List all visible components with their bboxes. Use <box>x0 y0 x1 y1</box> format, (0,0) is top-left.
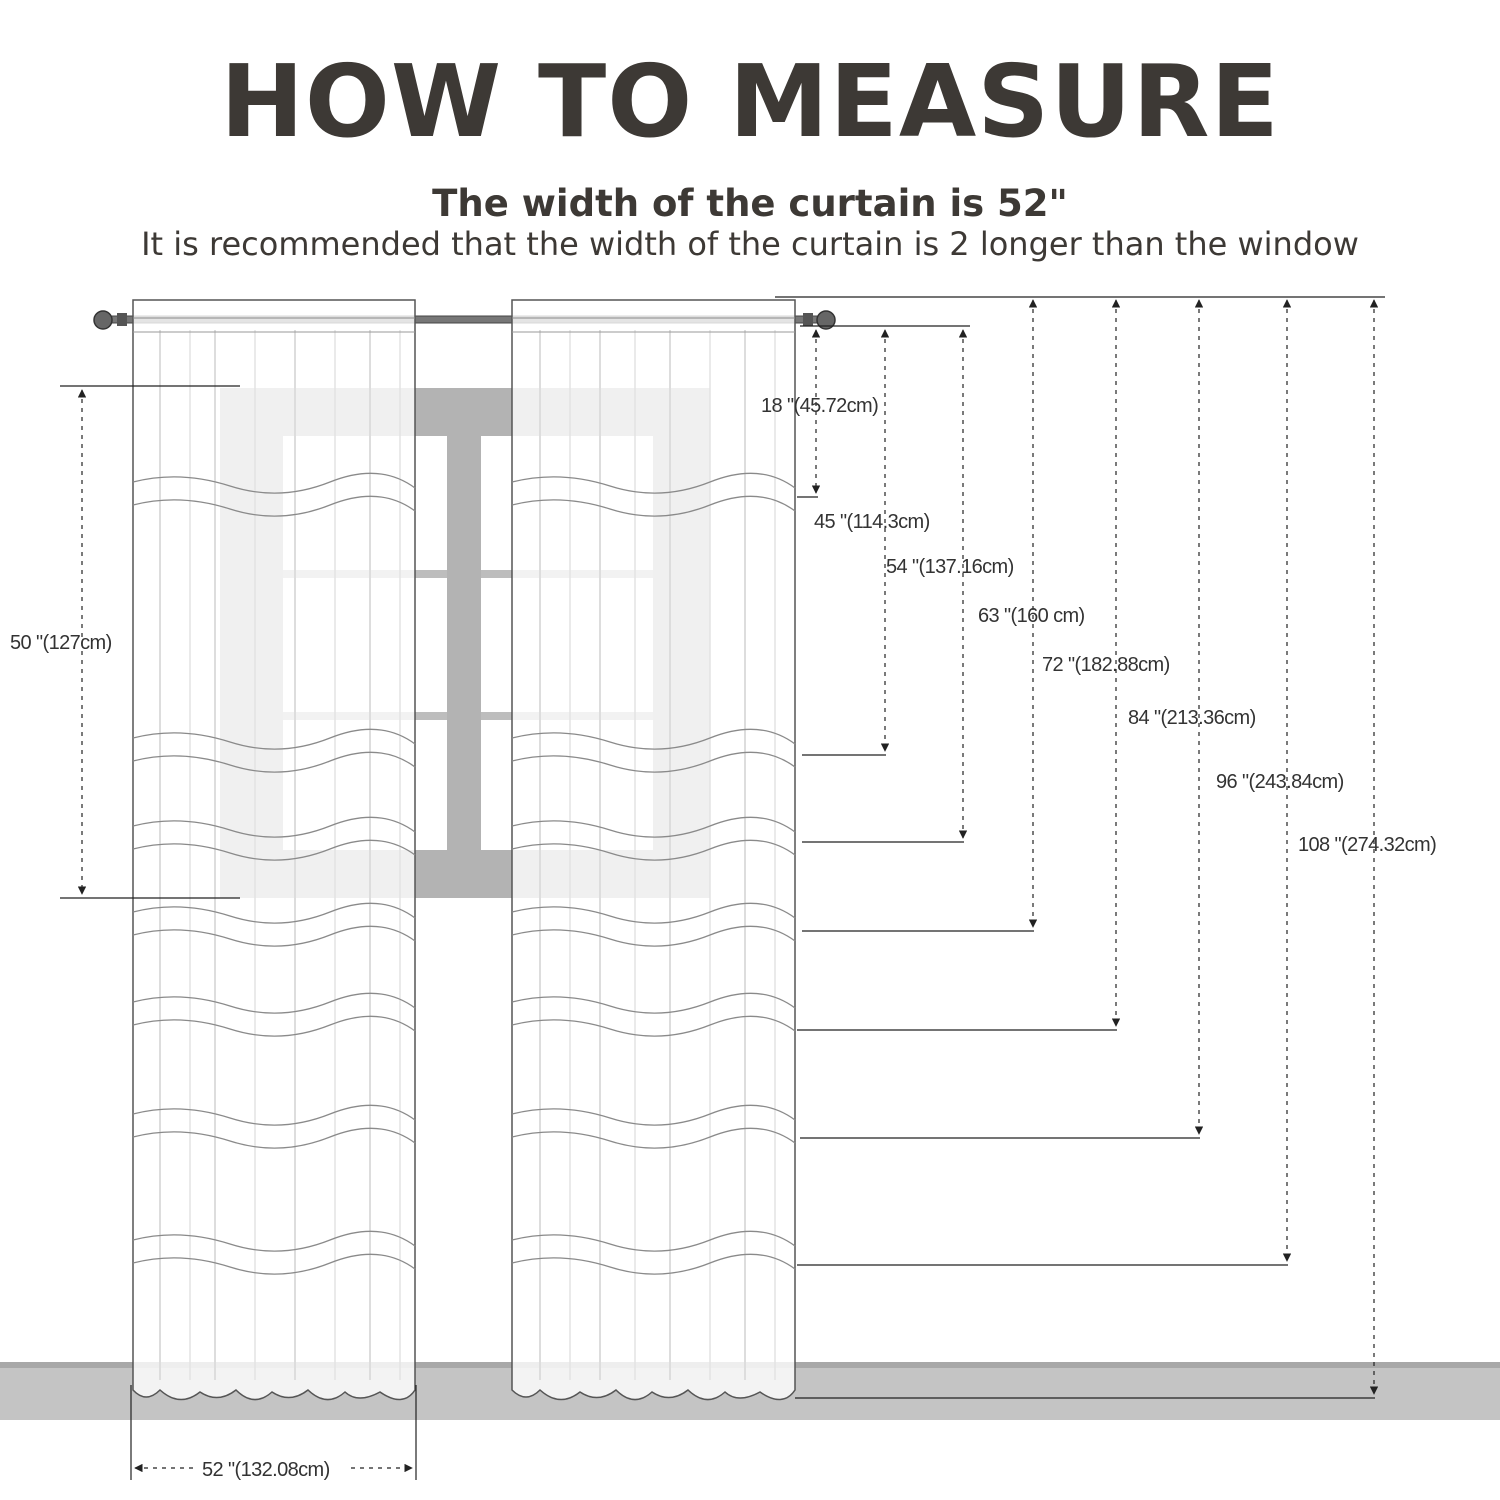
page-title: HOW TO MEASURE <box>220 43 1280 160</box>
length-label-96: 96 "(243.84cm) <box>1216 771 1344 793</box>
length-label-72: 72 "(182.88cm) <box>1042 654 1170 676</box>
curtain-width-heading: The width of the curtain is 52" <box>432 182 1068 225</box>
length-label-63: 63 "(160 cm) <box>978 605 1085 627</box>
curtain-panel-left <box>132 299 416 1401</box>
length-label-18: 18 "(45.72cm) <box>761 395 878 417</box>
window-height-dimension <box>60 385 240 899</box>
width-recommendation-note: It is recommended that the width of the … <box>141 225 1359 263</box>
length-dimensions <box>775 296 1385 1399</box>
length-label-45: 45 "(114.3cm) <box>814 511 930 533</box>
length-labels: 18 "(45.72cm) 45 "(114.3cm) 54 "(137.16c… <box>761 395 1437 856</box>
length-label-54: 54 "(137.16cm) <box>886 556 1014 578</box>
curtain-panel-right <box>511 299 796 1401</box>
window-height-label: 50 "(127cm) <box>10 632 112 654</box>
length-label-84: 84 "(213.36cm) <box>1128 707 1256 729</box>
length-label-108: 108 "(274.32cm) <box>1298 834 1436 856</box>
curtain-width-label: 52 "(132.08cm) <box>202 1459 330 1481</box>
